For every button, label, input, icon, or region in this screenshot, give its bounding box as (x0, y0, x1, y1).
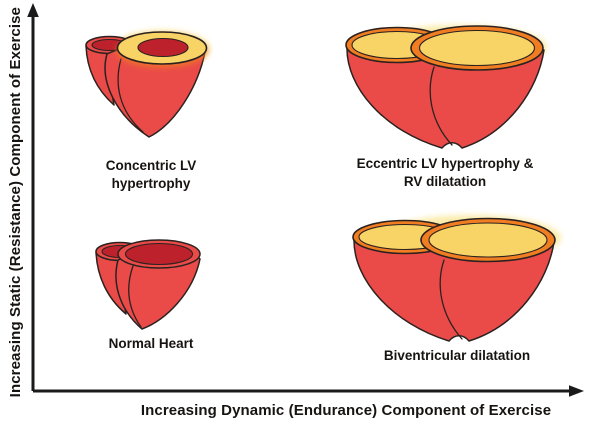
heart-normal-illustration (95, 239, 201, 330)
heart-eccentric-lv-hypertrophy-rv-dilatation-illustration (345, 25, 547, 149)
label-line: Biventricular dilatation (383, 348, 531, 363)
label-line: RV dilatation (403, 173, 487, 189)
y-axis-arrowhead-icon (27, 3, 39, 17)
lv-opening-yellow-chamber (418, 29, 536, 67)
y-axis-label-wrap: Increasing Static (Resistance) Component… (0, 6, 30, 398)
septum-line (429, 66, 453, 146)
label-concentric-lv-hypertrophy: Concentric LV hypertrophy (75, 157, 227, 193)
heart-concentric-lv-hypertrophy-illustration (85, 30, 210, 138)
septum-line (128, 265, 142, 328)
septum-line (117, 58, 144, 133)
lv-narrow-lumen (137, 37, 189, 58)
label-line: Concentric LV (105, 158, 197, 173)
septum-line (439, 259, 463, 340)
x-axis-label: Increasing Dynamic (Endurance) Component… (140, 402, 552, 419)
y-axis-label: Increasing Static (Resistance) Component… (6, 6, 24, 398)
label-eccentric-lv-hypertrophy-rv-dilatation: Eccentric LV hypertrophy & RV dilatation (327, 155, 563, 191)
lv-opening-lumen (124, 242, 194, 266)
x-axis-arrowhead-icon (569, 385, 584, 397)
label-line: Eccentric LV hypertrophy & (356, 156, 534, 171)
label-line: Normal Heart (108, 336, 194, 351)
lv-opening-yellow-chamber (428, 222, 548, 258)
label-biventricular-dilatation: Biventricular dilatation (341, 347, 573, 365)
heart-biventricular-dilatation-illustration (352, 215, 561, 342)
label-line: hypertrophy (111, 175, 191, 191)
label-normal-heart: Normal Heart (75, 335, 227, 353)
